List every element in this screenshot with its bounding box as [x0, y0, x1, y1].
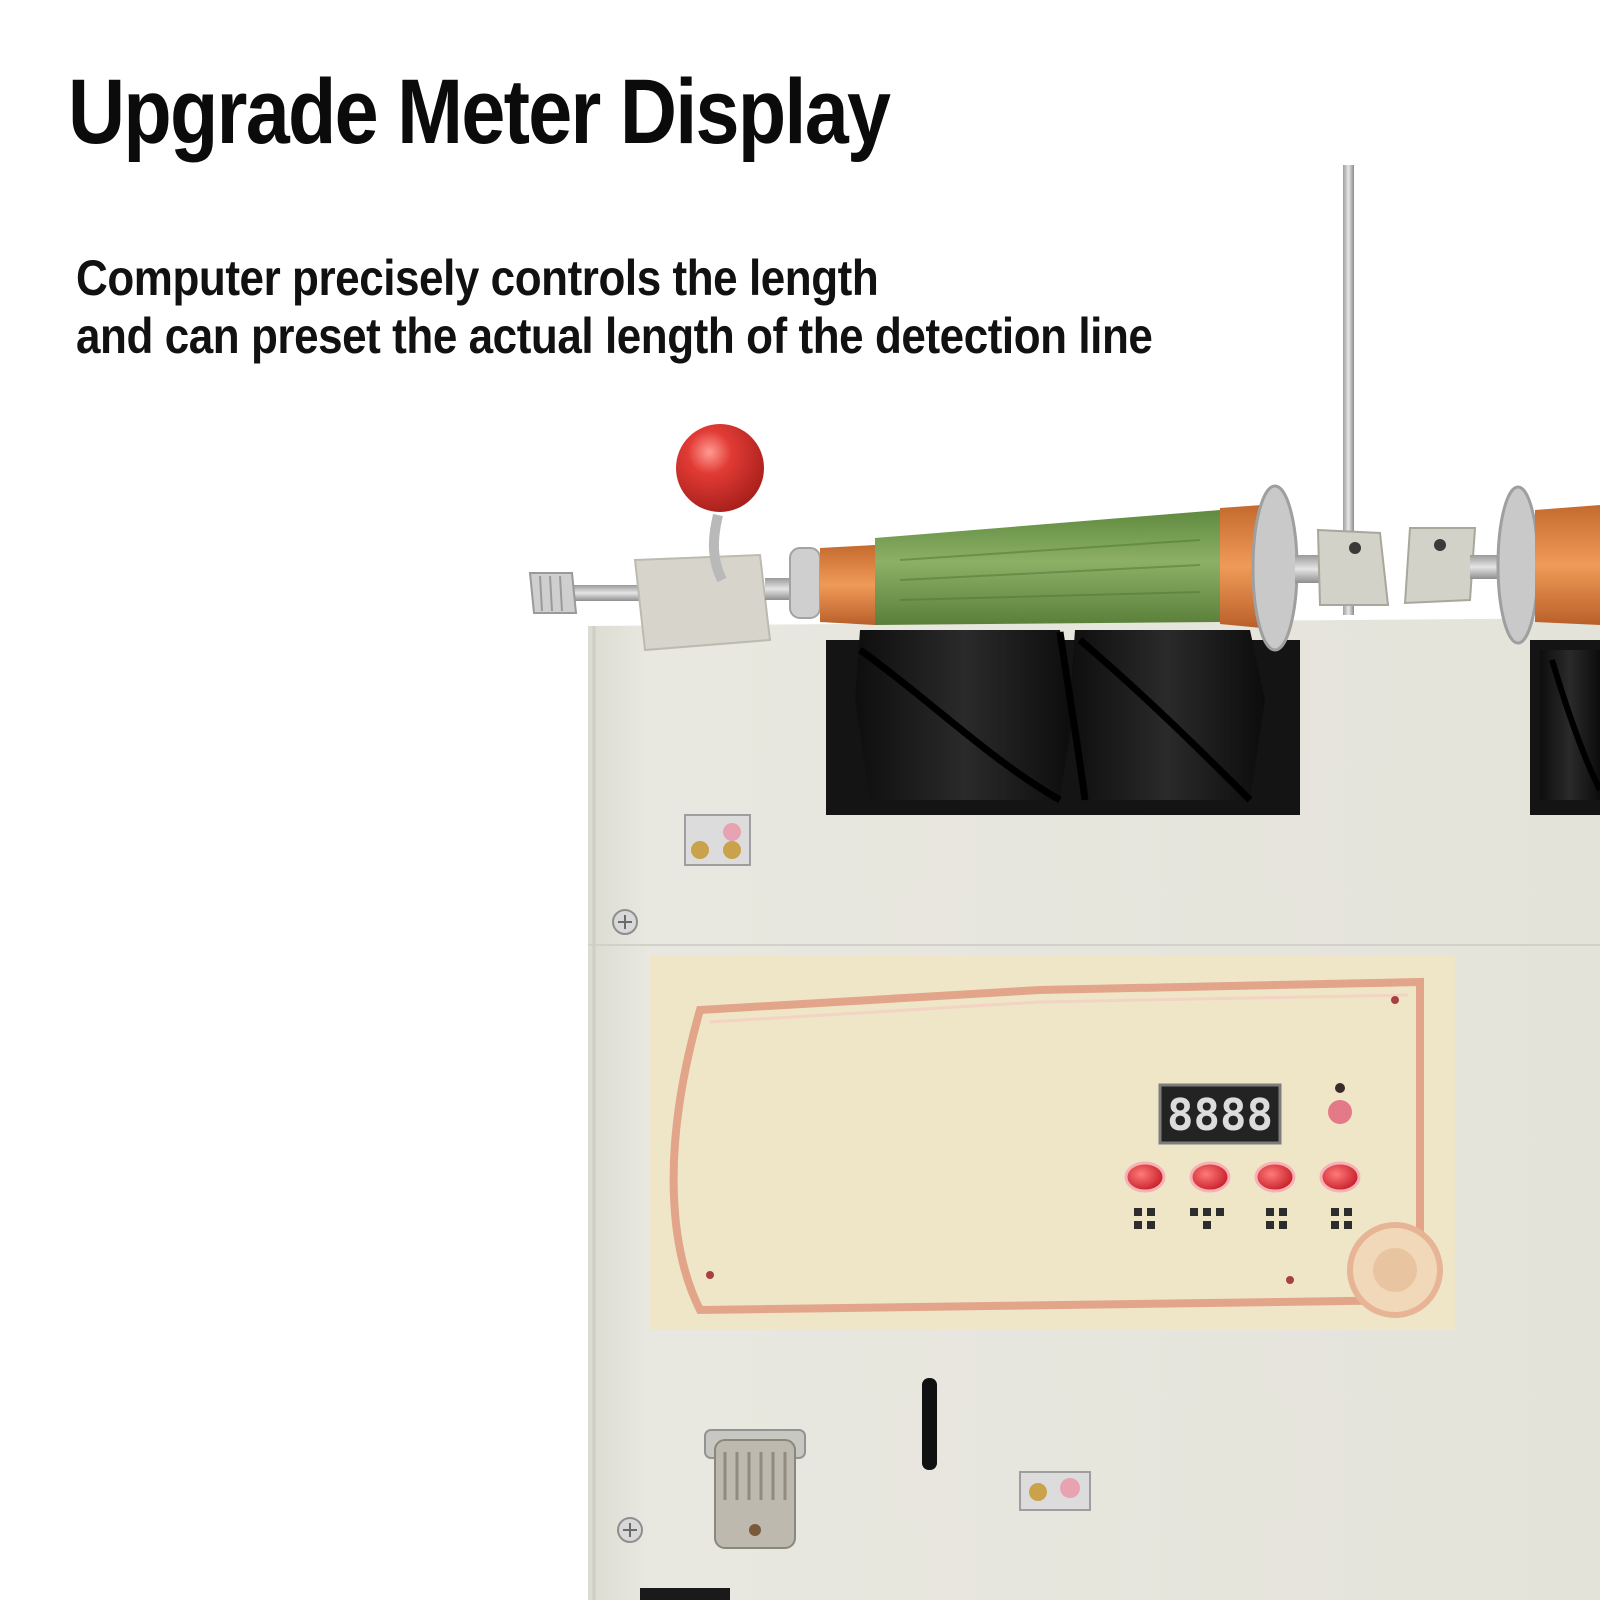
phillips-screw-icon: [612, 909, 643, 1543]
guide-rod: [1343, 165, 1354, 615]
left-spool-bracket: [528, 553, 805, 652]
phillips-screw-icon: [1029, 1483, 1047, 1501]
thread-guide-upper: [684, 814, 751, 866]
machine-foot: [640, 1588, 730, 1600]
black-rollers: [855, 630, 1600, 804]
round-connector-icon: [704, 1429, 806, 1549]
phillips-screw-icon: [723, 841, 741, 859]
panel-button-1[interactable]: [1124, 1161, 1166, 1193]
panel-button-4[interactable]: [1319, 1161, 1361, 1193]
dial-icon: [1347, 1222, 1443, 1318]
power-switch-slot: [922, 1378, 937, 1470]
thread-spool: [789, 484, 1325, 652]
phillips-screw-icon: [691, 841, 709, 859]
panel-button-2[interactable]: [1189, 1161, 1231, 1193]
panel-buttons: [1124, 1161, 1361, 1229]
indicator-led: [1335, 1083, 1345, 1093]
indicator-led: [1328, 1100, 1352, 1124]
panel-button-3[interactable]: [1254, 1161, 1296, 1193]
button-markings: [1134, 1208, 1352, 1229]
meter-display: [1158, 1083, 1282, 1145]
headline: Upgrade Meter Display: [68, 61, 891, 163]
subline-1: Computer precisely controls the length: [76, 250, 879, 306]
thread-guide-lower: [1019, 1471, 1091, 1511]
control-panel: 8888: [650, 955, 1455, 1330]
meter-readout: 8888: [1167, 1090, 1273, 1141]
red-ball-knob-icon: [676, 424, 764, 583]
subline-2: and can preset the actual length of the …: [76, 308, 1153, 364]
spool-collars: [1316, 485, 1600, 645]
